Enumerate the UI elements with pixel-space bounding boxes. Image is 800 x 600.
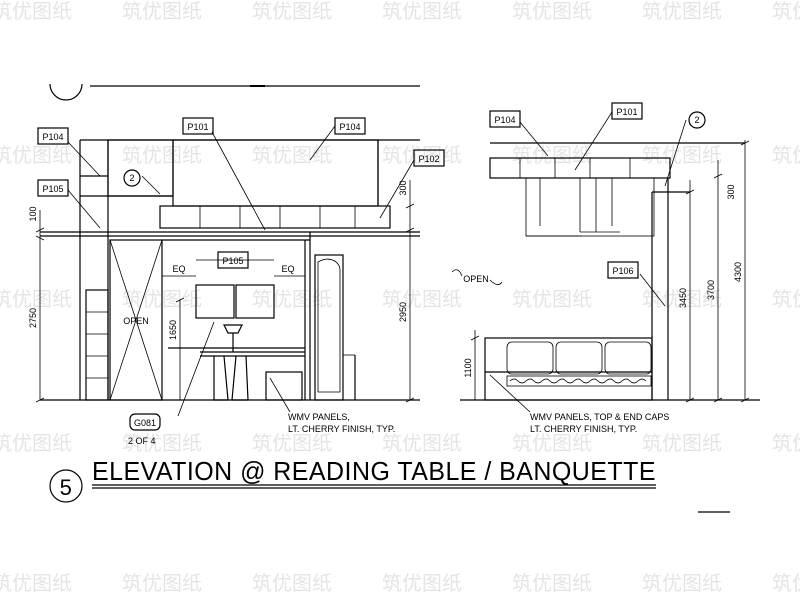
watermark-text: 筑优图纸 xyxy=(252,571,332,595)
note-left-line2: LT. CHERRY FINISH, TYP. xyxy=(288,424,395,434)
dim-4300: 4300 xyxy=(733,262,743,282)
watermark-text: 筑优图纸 xyxy=(772,287,800,311)
tag-p104-right: P104 xyxy=(494,115,515,125)
watermark-text: 筑优图纸 xyxy=(252,0,332,23)
tag-g081: G081 xyxy=(134,418,156,428)
tag-p101-right: P101 xyxy=(616,107,637,117)
watermark-text: 筑优图纸 xyxy=(382,431,462,455)
watermark-text: 筑优图纸 xyxy=(642,0,722,23)
tag-p106: P106 xyxy=(612,266,633,276)
watermark-text: 筑优图纸 xyxy=(122,143,202,167)
dim-300-left: 300 xyxy=(398,180,408,195)
bubble-left-2: 2 xyxy=(129,173,134,183)
watermark-text: 筑优图纸 xyxy=(772,0,800,23)
watermark-text: 筑优图纸 xyxy=(122,0,202,23)
label-open-door: OPEN xyxy=(123,316,149,326)
label-eq-left: EQ xyxy=(172,264,185,274)
title-block xyxy=(49,469,730,513)
left-elevation xyxy=(40,139,420,401)
watermark-text: 筑优图纸 xyxy=(252,431,332,455)
watermark-text: 筑优图纸 xyxy=(512,0,592,23)
dim-2750: 2750 xyxy=(28,308,38,328)
watermark-text: 筑优图纸 xyxy=(642,143,722,167)
watermark-text: 筑优图纸 xyxy=(0,287,72,311)
dimension-lines xyxy=(35,140,750,403)
watermark-text: 筑优图纸 xyxy=(512,431,592,455)
tag-p104-mid: P104 xyxy=(339,122,360,132)
tag-p105-left: P105 xyxy=(42,184,63,194)
watermark-text: 筑优图纸 xyxy=(512,287,592,311)
note-right-line1: WMV PANELS, TOP & END CAPS xyxy=(530,412,669,422)
dim-300-right: 300 xyxy=(726,184,736,199)
watermark-text: 筑优图纸 xyxy=(772,143,800,167)
watermark-text: 筑优图纸 xyxy=(772,431,800,455)
watermark-text: 筑优图纸 xyxy=(122,431,202,455)
watermark-text: 筑优图纸 xyxy=(642,571,722,595)
watermark-text: 筑优图纸 xyxy=(0,143,72,167)
watermark-text: 筑优图纸 xyxy=(382,287,462,311)
tag-p104-left: P104 xyxy=(42,132,63,142)
dim-1100: 1100 xyxy=(463,358,473,377)
bubble-right-2: 2 xyxy=(694,115,699,125)
dim-100: 100 xyxy=(28,206,38,221)
tag-p105-center: P105 xyxy=(222,256,243,266)
watermark-text: 筑优图纸 xyxy=(0,0,72,23)
watermark-text: 筑优图纸 xyxy=(772,571,800,595)
label-open-right: OPEN xyxy=(463,274,489,284)
dim-2950: 2950 xyxy=(398,302,408,322)
watermark-text: 筑优图纸 xyxy=(0,431,72,455)
tag-p102: P102 xyxy=(418,154,439,164)
tag-p101-mid: P101 xyxy=(187,122,208,132)
note-right-line2: LT. CHERRY FINISH, TYP. xyxy=(530,424,637,434)
watermark-text: 筑优图纸 xyxy=(382,571,462,595)
watermark-text: 筑优图纸 xyxy=(512,143,592,167)
sheet-ref: 2 OF 4 xyxy=(128,436,156,446)
watermark-text: 筑优图纸 xyxy=(512,571,592,595)
material-tags xyxy=(37,102,706,431)
dim-1650: 1650 xyxy=(168,320,178,340)
watermark-text: 筑优图纸 xyxy=(642,431,722,455)
note-left-line1: WMV PANELS, xyxy=(288,412,350,422)
section-number: 5 xyxy=(60,475,73,500)
watermark-text: 筑优图纸 xyxy=(252,143,332,167)
watermark-text: 筑优图纸 xyxy=(382,0,462,23)
watermark-text: 筑优图纸 xyxy=(382,143,462,167)
dim-3450: 3450 xyxy=(678,288,688,308)
watermark-text: 筑优图纸 xyxy=(0,571,72,595)
label-eq-right: EQ xyxy=(281,264,294,274)
leader-lines xyxy=(67,111,687,417)
watermark-text: 筑优图纸 xyxy=(642,287,722,311)
dim-3700: 3700 xyxy=(706,280,716,300)
drawing-title: ELEVATION @ READING TABLE / BANQUETTE xyxy=(92,456,656,486)
watermark-text: 筑优图纸 xyxy=(252,287,332,311)
top-section-bubble xyxy=(49,83,420,101)
watermark-text: 筑优图纸 xyxy=(122,571,202,595)
right-elevation xyxy=(451,142,760,401)
